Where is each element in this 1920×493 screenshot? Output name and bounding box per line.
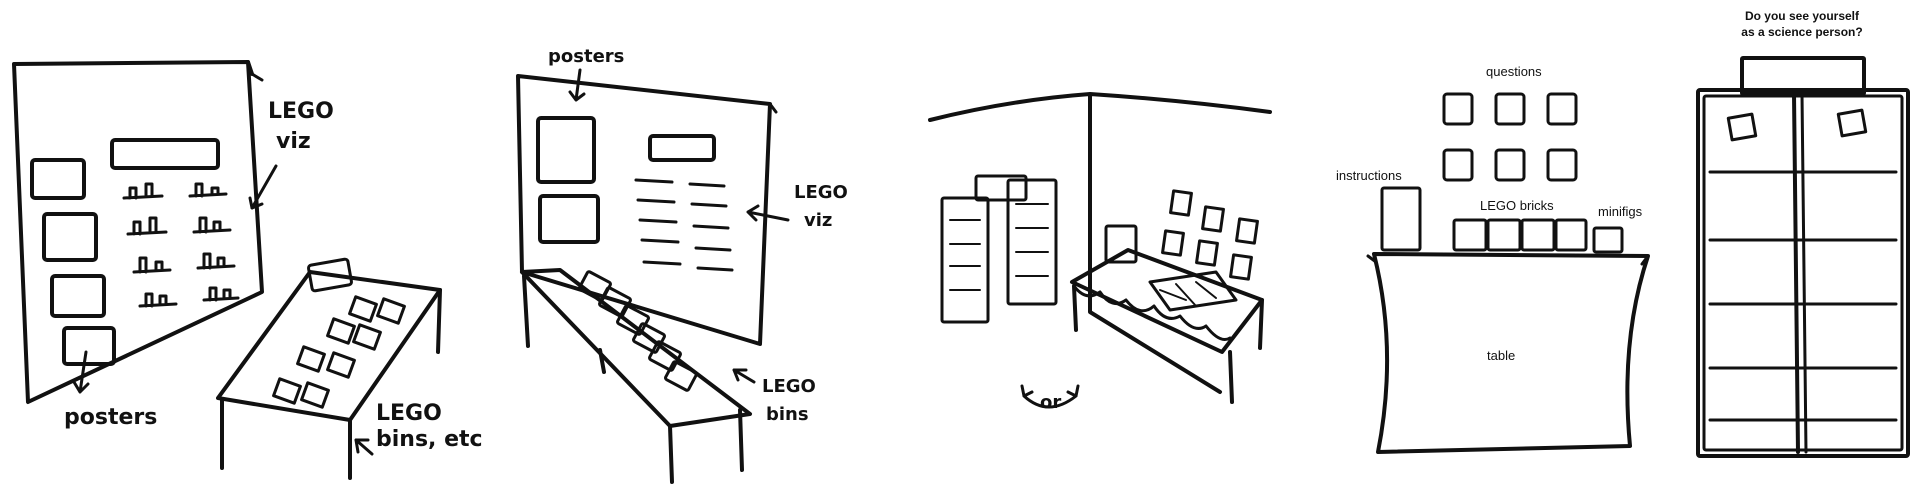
table-with-bins (216, 257, 442, 480)
table-with-bins (520, 268, 752, 484)
right-wall-posters (1104, 189, 1259, 281)
label-table: table (1487, 348, 1515, 363)
poster (62, 326, 116, 366)
poster (648, 134, 716, 162)
science-banner-stand (1696, 56, 1910, 458)
wall-board (12, 60, 264, 404)
sketch-4: questions instructions LEGO bricks minif… (1336, 9, 1910, 458)
left-wall-displays (940, 174, 1058, 324)
label-instructions: instructions (1336, 168, 1402, 183)
lego-viz-lines (634, 178, 734, 272)
wall-board (516, 74, 772, 346)
label-questions: questions (1486, 64, 1542, 79)
sketch-3: or (928, 92, 1272, 413)
sketch-2: LEGO viz posters LEGO bins (516, 46, 848, 484)
question-cards (1442, 92, 1578, 182)
lego-brick-trays (1452, 218, 1588, 252)
poster (50, 274, 106, 318)
sketch-1: LEGO viz posters LEGO bins, etc (12, 60, 483, 480)
poster (42, 212, 98, 262)
minifigs-tray (1592, 226, 1624, 254)
label-banner-line-1: Do you see yourself (1745, 9, 1860, 23)
poster (538, 194, 600, 244)
table (1372, 252, 1650, 454)
lego-viz-bars (122, 182, 240, 308)
label-banner-line-2: as a science person? (1741, 25, 1862, 39)
label-lego-viz-1: LEGO (268, 99, 334, 124)
label-posters: posters (548, 46, 624, 67)
poster (536, 116, 596, 184)
label-posters: posters (64, 405, 157, 430)
label-lego-bricks: LEGO bricks (1480, 198, 1554, 213)
label-or: or (1040, 392, 1061, 413)
label-lego-bins-1: LEGO (762, 376, 816, 397)
label-lego-viz-2: viz (804, 210, 832, 231)
poster (30, 158, 86, 200)
table-with-skirt (1070, 248, 1264, 404)
label-lego-bins-1: LEGO (376, 401, 442, 426)
instructions-stand (1380, 186, 1422, 252)
label-lego-viz-2: viz (276, 129, 311, 154)
label-lego-bins-2: bins, etc (376, 427, 483, 452)
label-lego-viz-1: LEGO (794, 182, 848, 203)
label-lego-bins-2: bins (766, 404, 809, 425)
poster (110, 138, 220, 170)
room-corner (928, 92, 1272, 394)
label-minifigs: minifigs (1598, 204, 1643, 219)
